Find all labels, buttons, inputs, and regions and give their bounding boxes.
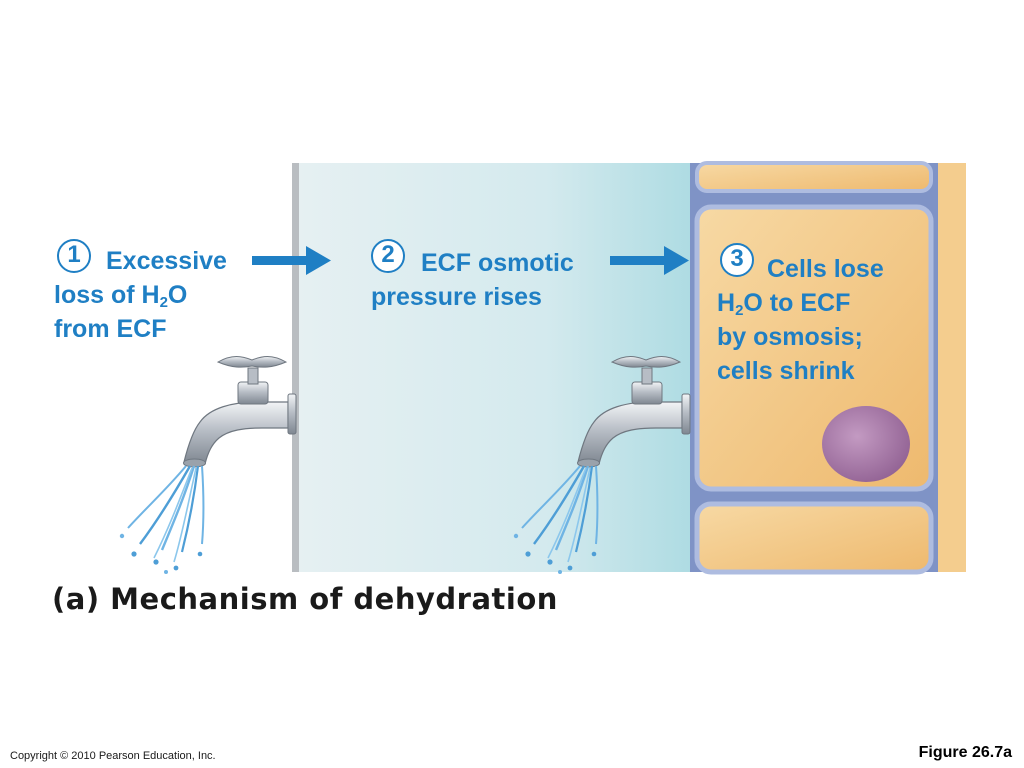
- step-1-number: 1: [57, 239, 91, 273]
- cell-column: [690, 161, 966, 575]
- step-2-number: 2: [371, 239, 405, 273]
- step-3-line-4: cells shrink: [717, 357, 855, 385]
- arrow-right-icon: [252, 246, 331, 275]
- step-1-line-3: from ECF: [54, 315, 167, 343]
- figure-caption: (a) Mechanism of dehydration: [52, 582, 558, 616]
- figure-reference: Figure 26.7a: [918, 744, 1012, 761]
- step-2-line-1: ECF osmotic: [421, 249, 574, 277]
- arrow-right-icon: [610, 246, 689, 275]
- step-2-line-2: pressure rises: [371, 283, 542, 311]
- step-3-line-3: by osmosis;: [717, 323, 863, 351]
- water-spray-icon: [118, 464, 205, 576]
- step-3-number: 3: [720, 243, 754, 277]
- copyright-notice: Copyright © 2010 Pearson Education, Inc.: [10, 750, 216, 762]
- faucet-icon: [118, 355, 297, 576]
- ecf-region: [294, 163, 750, 572]
- step-1-label: Excessive loss of H2O from ECF: [54, 244, 227, 346]
- step-3-label: Cells lose H2O to ECF by osmosis; cells …: [717, 252, 884, 388]
- step-3-line-2: H2O to ECF: [717, 289, 851, 319]
- step-3-line-1: Cells lose: [767, 255, 884, 283]
- step-2-label: ECF osmotic pressure rises: [371, 246, 574, 314]
- step-1-line-1: Excessive: [106, 247, 227, 275]
- wall-divider: [292, 163, 299, 572]
- nucleus-icon: [822, 406, 910, 482]
- step-1-line-2: loss of H2O: [54, 281, 188, 311]
